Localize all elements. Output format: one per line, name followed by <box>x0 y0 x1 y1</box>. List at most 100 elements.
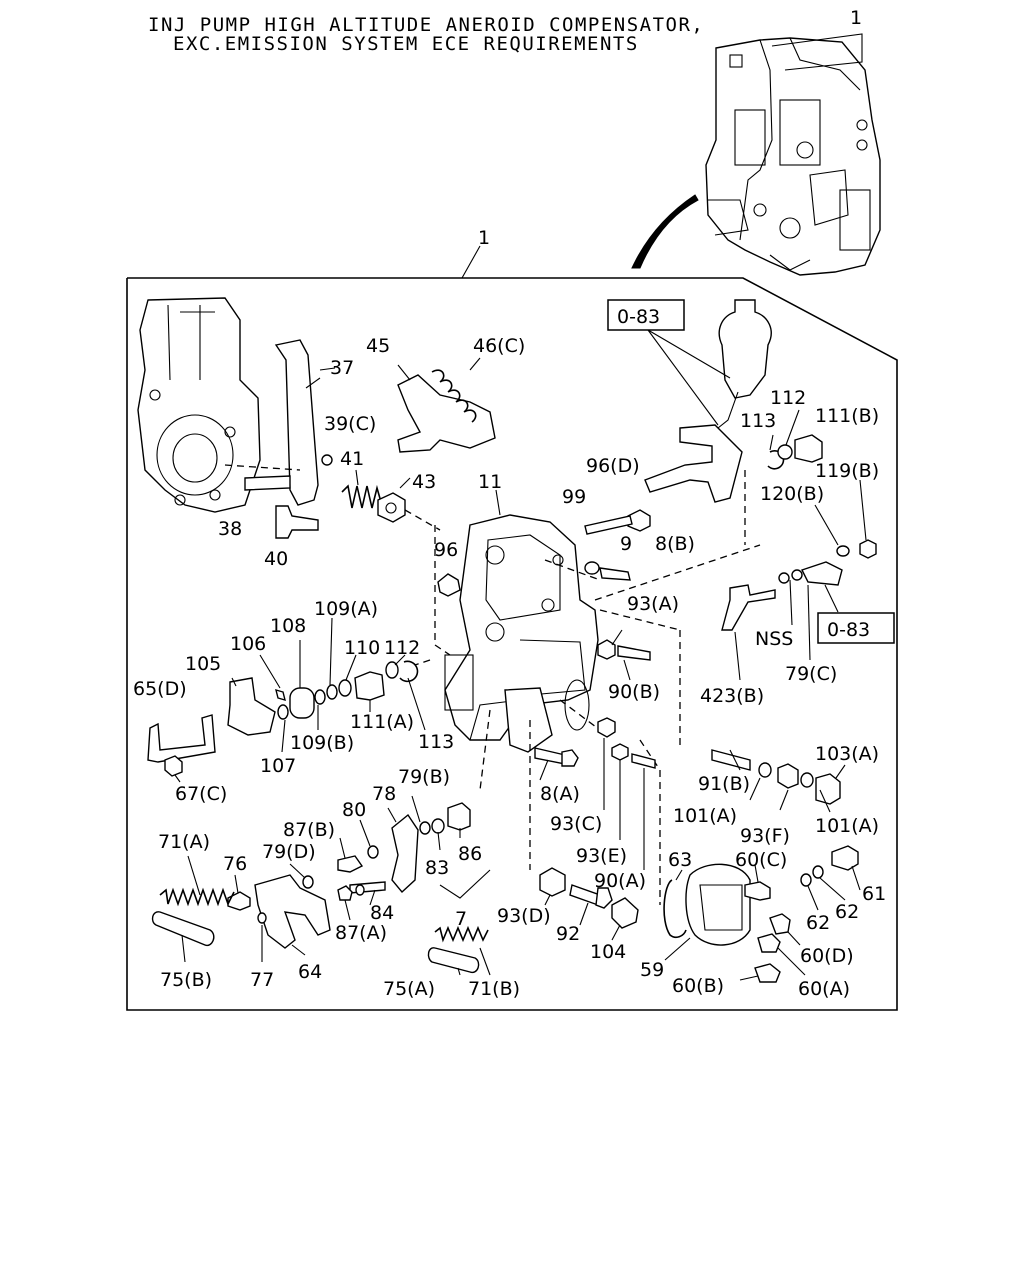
oring-110 <box>338 679 352 697</box>
zoom-arrow <box>631 194 699 269</box>
leader-7 <box>439 869 491 899</box>
nut-93c <box>597 717 616 738</box>
washer-39c <box>321 454 333 466</box>
callout-83: 83 <box>425 857 449 879</box>
bolt-76 <box>227 891 251 911</box>
callout-77: 77 <box>250 969 274 991</box>
diagram-frame <box>126 277 898 1011</box>
bracket-65d <box>147 714 216 763</box>
callout-99: 99 <box>562 486 586 508</box>
bracket-423b <box>721 584 776 631</box>
callout-75a: 75(A) <box>383 978 435 1000</box>
governor-housing <box>137 297 261 513</box>
stud-90a <box>631 753 656 769</box>
callout-79d: 79(D) <box>262 841 316 863</box>
callout-71b: 71(B) <box>468 978 520 1000</box>
callout-59: 59 <box>640 959 664 981</box>
washer-79d <box>302 875 314 889</box>
bolt-40 <box>275 505 319 539</box>
nut-93d <box>539 867 566 897</box>
callout-87b: 87(B) <box>283 819 335 841</box>
callout-109a: 109(A) <box>314 598 378 620</box>
spring-71b <box>434 925 489 943</box>
spring-41 <box>341 484 382 509</box>
callout-112a: 112 <box>770 387 806 409</box>
callout-nss: NSS <box>755 628 793 650</box>
bolt-8b <box>599 567 631 581</box>
callout-78: 78 <box>372 783 396 805</box>
callout-60b: 60(B) <box>672 975 724 997</box>
washer-101a-1 <box>758 762 772 778</box>
pin-99 <box>584 515 633 535</box>
callout-111b: 111(B) <box>815 405 879 427</box>
nut-93a <box>597 639 616 660</box>
leader-0-83-a <box>647 329 719 426</box>
callout-62b: 62 <box>835 901 859 923</box>
gasket-63 <box>663 879 687 938</box>
bolt-8a <box>534 747 566 765</box>
callout-64: 64 <box>298 961 322 983</box>
lever-37 <box>274 339 319 506</box>
cover-59 <box>685 863 751 946</box>
diagram-title-line-2: EXC.EMISSION SYSTEM ECE REQUIREMENTS <box>173 33 639 55</box>
callout-106: 106 <box>230 633 266 655</box>
cap-104 <box>611 897 639 929</box>
washer-120b <box>836 545 850 557</box>
callout-43: 43 <box>412 471 436 493</box>
callout-87a: 87(A) <box>335 922 387 944</box>
sleeve-75b <box>151 911 215 947</box>
callout-93c: 93(C) <box>550 813 602 835</box>
callout-108: 108 <box>270 615 306 637</box>
callout-60d: 60(D) <box>800 945 854 967</box>
cover-body-11 <box>444 514 599 741</box>
ring-109a <box>326 684 338 700</box>
washer-107 <box>277 704 289 720</box>
block-105 <box>227 677 276 736</box>
ring-109b <box>314 689 326 705</box>
callout-80: 80 <box>342 799 366 821</box>
callout-90b: 90(B) <box>608 681 660 703</box>
bolt-87b <box>337 855 364 873</box>
callout-86: 86 <box>458 843 482 865</box>
callout-76: 76 <box>223 853 247 875</box>
callout-92: 92 <box>556 923 580 945</box>
callout-96d: 96(D) <box>586 455 640 477</box>
callout-37: 37 <box>330 357 354 379</box>
callout-96: 96 <box>434 539 458 561</box>
callout-62a: 62 <box>806 912 830 934</box>
bolt-60d <box>769 913 791 935</box>
reference-box-0-83-right[interactable] <box>817 612 895 644</box>
aneroid-unit <box>644 299 772 503</box>
reference-0-83-right: 0-83 <box>827 619 870 641</box>
callout-41: 41 <box>340 448 364 470</box>
washer-79b <box>419 821 431 835</box>
callout-65d: 65(D) <box>133 678 187 700</box>
callout-11: 11 <box>478 471 502 493</box>
callout-40: 40 <box>264 548 288 570</box>
callout-75b: 75(B) <box>160 969 212 991</box>
callout-120b: 120(B) <box>760 483 824 505</box>
spring-71a <box>159 887 235 907</box>
reference-box-0-83-top[interactable] <box>607 299 685 331</box>
oring-112a <box>777 444 793 460</box>
callout-93d: 93(D) <box>497 905 551 927</box>
bolt-87a <box>337 885 353 901</box>
washer-62a <box>800 873 812 887</box>
cap-103a <box>815 773 841 805</box>
lever-45 <box>397 374 496 453</box>
spring-46c <box>431 369 477 423</box>
callout-423b: 423(B) <box>700 685 764 707</box>
bolt-84 <box>349 881 386 894</box>
plug-111a <box>354 671 385 701</box>
bolt-96 <box>437 573 461 597</box>
clip-113a <box>767 449 785 470</box>
callout-8a: 8(A) <box>540 783 580 805</box>
callout-101a1: 101(A) <box>673 805 737 827</box>
nut-43 <box>377 492 406 523</box>
injection-pump-assembly <box>705 37 881 276</box>
callout-113b: 113 <box>418 731 454 753</box>
pin-38 <box>244 475 291 491</box>
callout-7: 7 <box>455 908 467 930</box>
stud-90b <box>617 645 651 661</box>
